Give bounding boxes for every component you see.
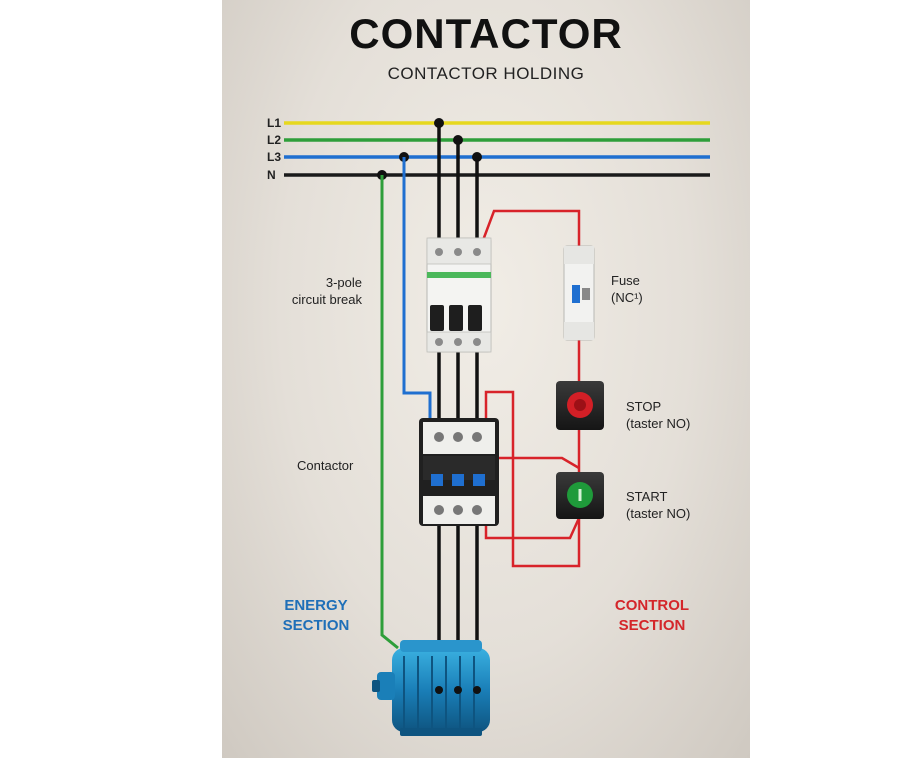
energy-section-line: ENERGY <box>284 597 348 614</box>
energy-section-line: SECTION <box>282 617 350 634</box>
control-section-line: CONTROL <box>614 597 690 614</box>
start-label-line: (taster NO) <box>626 506 691 521</box>
motor <box>372 640 490 736</box>
diagram-poster: CONTACTOR CONTACTOR HOLDING L1 L2 L3 N 3… <box>222 0 750 758</box>
earth-wire <box>380 175 399 650</box>
fuse-label: Fuse (NC¹) <box>611 272 643 306</box>
breaker-label-line: 3-pole <box>325 275 362 290</box>
stop-label-line: STOP <box>626 399 662 414</box>
circuit-breaker <box>426 237 492 353</box>
contactor <box>419 418 499 526</box>
control-section-line: SECTION <box>618 617 686 634</box>
control-wire <box>480 209 581 248</box>
breaker-label-line: circuit break <box>291 292 362 307</box>
page-subtitle: CONTACTOR HOLDING <box>387 64 585 83</box>
energy-section-label: ENERGY SECTION <box>266 596 366 636</box>
line-label-n: N <box>267 168 276 182</box>
l3-control-wire <box>402 157 432 425</box>
control-section-label: CONTROL SECTION <box>597 596 707 636</box>
control-wire <box>494 456 580 470</box>
start-label-line: START <box>626 489 668 504</box>
start-label: START (taster NO) <box>626 488 690 522</box>
stop-button <box>556 381 604 430</box>
fuse-label-line: Fuse <box>611 273 640 288</box>
start-button <box>556 472 604 519</box>
breaker-label: 3-pole circuit break <box>262 274 362 308</box>
control-wire <box>484 390 581 568</box>
line-label-l1: L1 <box>267 116 282 130</box>
fuse-label-line: (NC¹) <box>611 290 643 305</box>
line-label-l2: L2 <box>267 133 282 147</box>
fuse <box>563 245 595 341</box>
stop-label-line: (taster NO) <box>626 416 691 431</box>
line-label-l3: L3 <box>267 150 282 164</box>
page-title: CONTACTOR <box>349 10 623 57</box>
wiring-diagram <box>284 118 710 736</box>
stop-label: STOP (taster NO) <box>626 398 690 432</box>
contactor-label: Contactor <box>297 458 354 473</box>
